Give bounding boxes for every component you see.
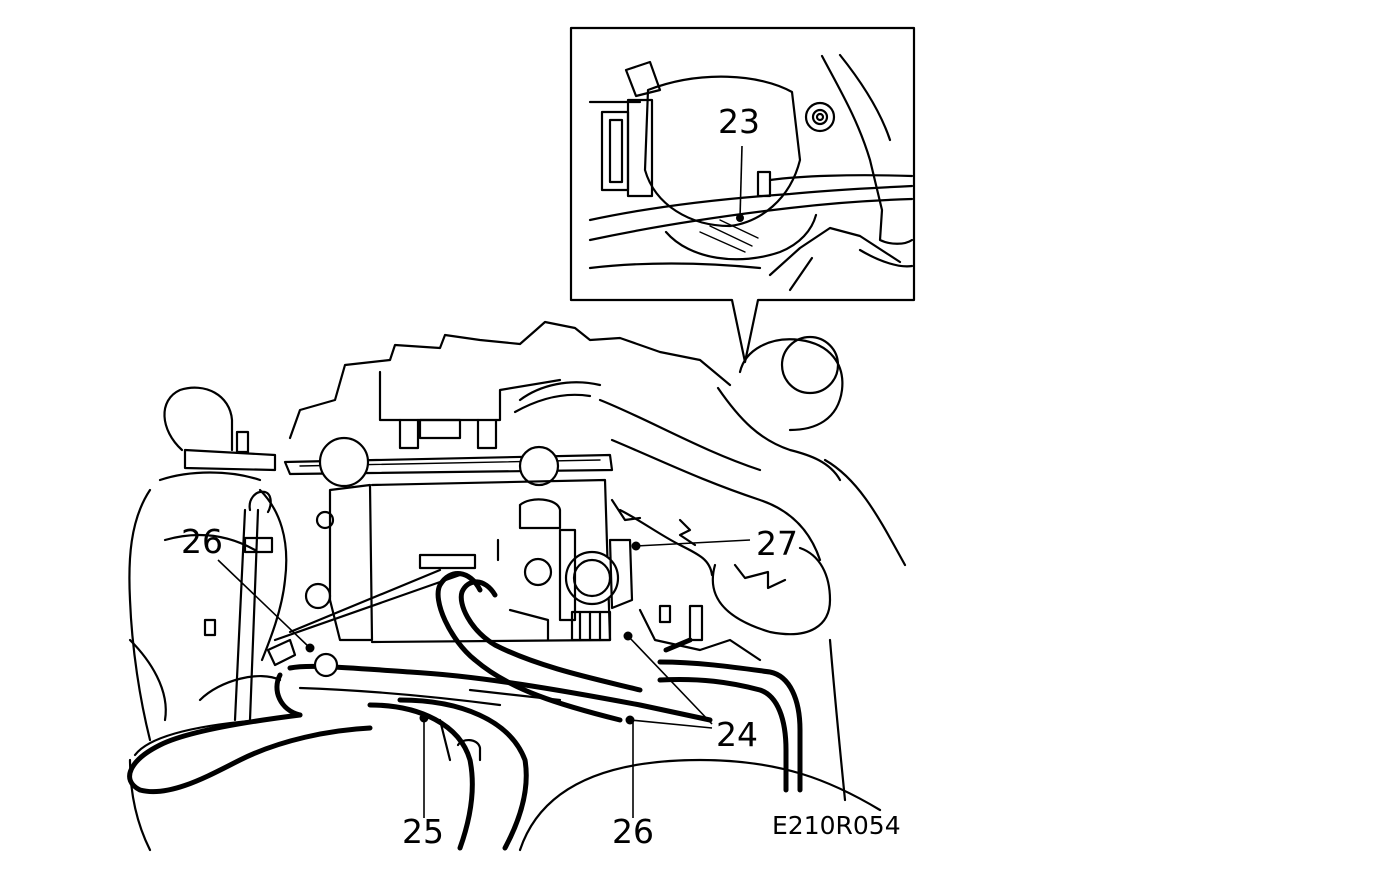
engine-sketch	[128, 320, 907, 852]
callout-23: 23	[718, 102, 760, 141]
detail-inset	[569, 26, 916, 364]
figure-code: E210R054	[772, 811, 901, 840]
callout-24: 24	[716, 715, 758, 754]
callout-26-upper: 26	[181, 522, 223, 561]
hoses	[127, 568, 803, 851]
inset-component-sketch	[588, 53, 914, 292]
leader-lines	[217, 145, 751, 818]
callout-labels: 23 26 27 24 25 26 E210R054	[181, 102, 901, 851]
callout-25: 25	[402, 812, 444, 851]
callout-26-lower: 26	[612, 812, 654, 851]
callout-27: 27	[756, 524, 798, 563]
